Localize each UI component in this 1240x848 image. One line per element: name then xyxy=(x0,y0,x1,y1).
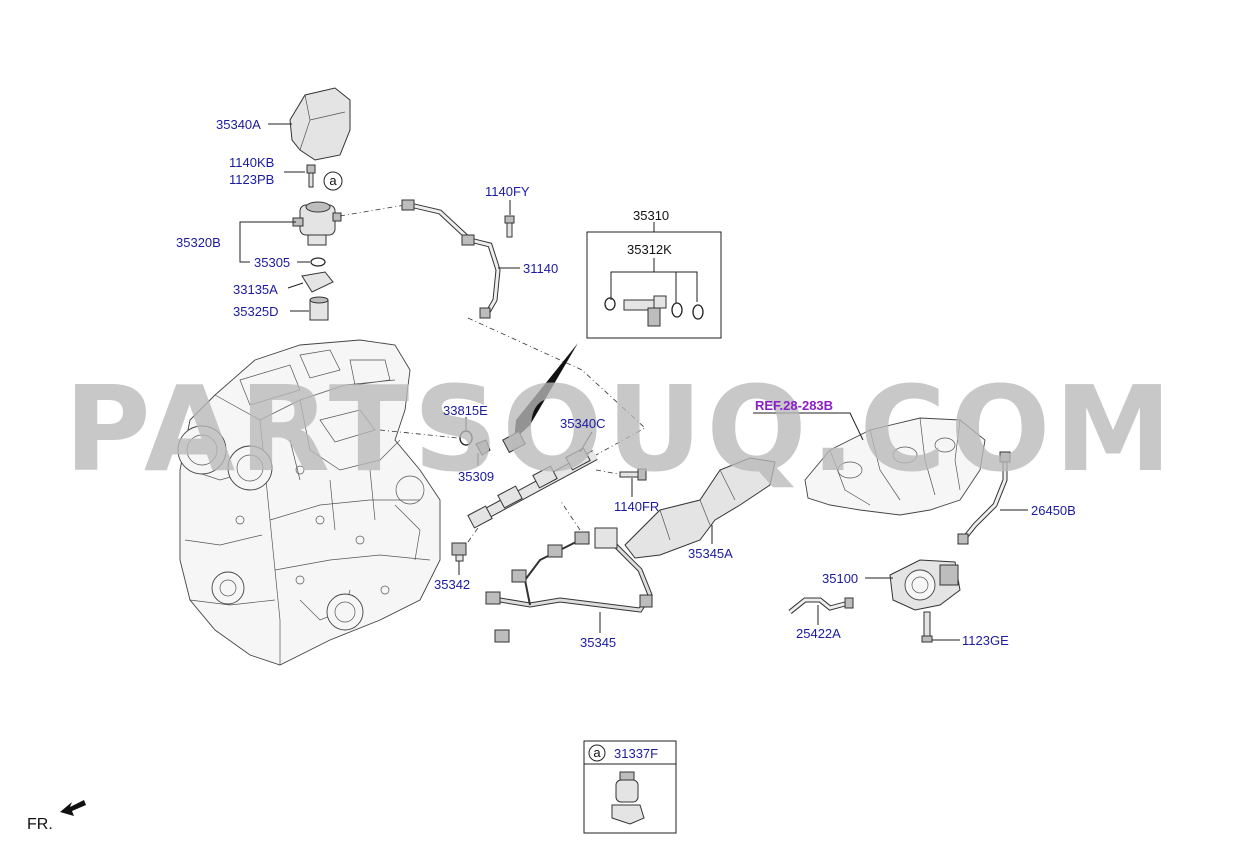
pump-lifter xyxy=(309,296,329,321)
label-1123PB: 1123PB xyxy=(229,172,274,187)
label-35320B: 35320B xyxy=(176,235,221,250)
leader-ref xyxy=(753,412,864,441)
label-33815E: 33815E xyxy=(443,403,488,418)
label-35345: 35345 xyxy=(580,635,616,650)
label-31337F: 31337F xyxy=(614,746,658,761)
label-1123GE: 1123GE xyxy=(962,633,1009,648)
leader-35320B-top xyxy=(239,221,296,242)
label-26450B: 26450B xyxy=(1031,503,1076,518)
dash-line-to-rail xyxy=(467,317,646,456)
fuel-line-bolt xyxy=(504,215,515,238)
leader-35320B-bot xyxy=(239,242,250,263)
fuel-pressure-sensor xyxy=(451,542,467,562)
pump-bolt xyxy=(306,164,316,188)
heat-shield xyxy=(624,457,776,559)
injector-wiring-harness xyxy=(485,527,653,643)
rail-clip xyxy=(475,439,491,456)
label-35305: 35305 xyxy=(254,255,290,270)
inset-circle-a xyxy=(588,744,606,762)
high-pressure-pump-cover xyxy=(289,87,351,161)
coolant-hose xyxy=(788,597,854,614)
label-35312K: 35312K xyxy=(627,242,672,257)
label-1140KB: 1140KB xyxy=(229,155,274,170)
front-arrow-icon xyxy=(60,800,86,816)
rail-seal xyxy=(459,430,473,446)
pointer-wedge xyxy=(514,343,578,440)
label-35310: 35310 xyxy=(633,208,669,223)
vent-valve-part xyxy=(611,771,645,825)
label-1140FY: 1140FY xyxy=(485,184,530,199)
label-35100: 35100 xyxy=(822,571,858,586)
label-33135A: 33135A xyxy=(233,282,278,297)
inset-circle-a-letter: a xyxy=(593,745,601,760)
callout-circle-a-letter: a xyxy=(329,173,337,188)
callout-circle-a xyxy=(323,171,343,191)
label-ref-28-283B: REF.28-283B xyxy=(755,398,833,413)
label-25422A: 25422A xyxy=(796,626,841,641)
dash-rail-to-bolt xyxy=(595,469,619,475)
dash-harness-to-rail xyxy=(559,499,581,531)
dash-pump-to-line xyxy=(339,204,406,217)
label-1140FR: 1140FR xyxy=(614,499,659,514)
label-35340A: 35340A xyxy=(216,117,261,132)
pump-gasket xyxy=(301,271,334,293)
dash-sensor-to-rail xyxy=(467,524,481,543)
label-35309: 35309 xyxy=(458,469,494,484)
engine-block xyxy=(177,339,441,666)
label-31140: 31140 xyxy=(523,261,558,276)
throttle-body xyxy=(889,559,961,611)
leader-35340C xyxy=(579,431,593,453)
high-pressure-fuel-pump xyxy=(292,201,342,246)
front-indicator-label: FR. xyxy=(27,816,53,833)
intake-manifold xyxy=(804,417,986,516)
fuel-pressure-line xyxy=(401,199,501,319)
rail-bolt xyxy=(619,468,647,481)
throttle-bolt xyxy=(921,611,933,643)
label-35345A: 35345A xyxy=(688,546,733,561)
dash-engine-to-seal xyxy=(379,429,459,439)
label-35342: 35342 xyxy=(434,577,470,592)
pcv-hose xyxy=(957,451,1011,545)
fuel-injector xyxy=(604,295,704,327)
fuel-rail xyxy=(467,430,598,529)
label-35340C: 35340C xyxy=(560,416,606,431)
o-ring xyxy=(310,257,326,267)
label-35325D: 35325D xyxy=(233,304,279,319)
watermark: PARTSOUQ.COM xyxy=(64,360,1176,498)
leader-33135A xyxy=(287,282,304,289)
